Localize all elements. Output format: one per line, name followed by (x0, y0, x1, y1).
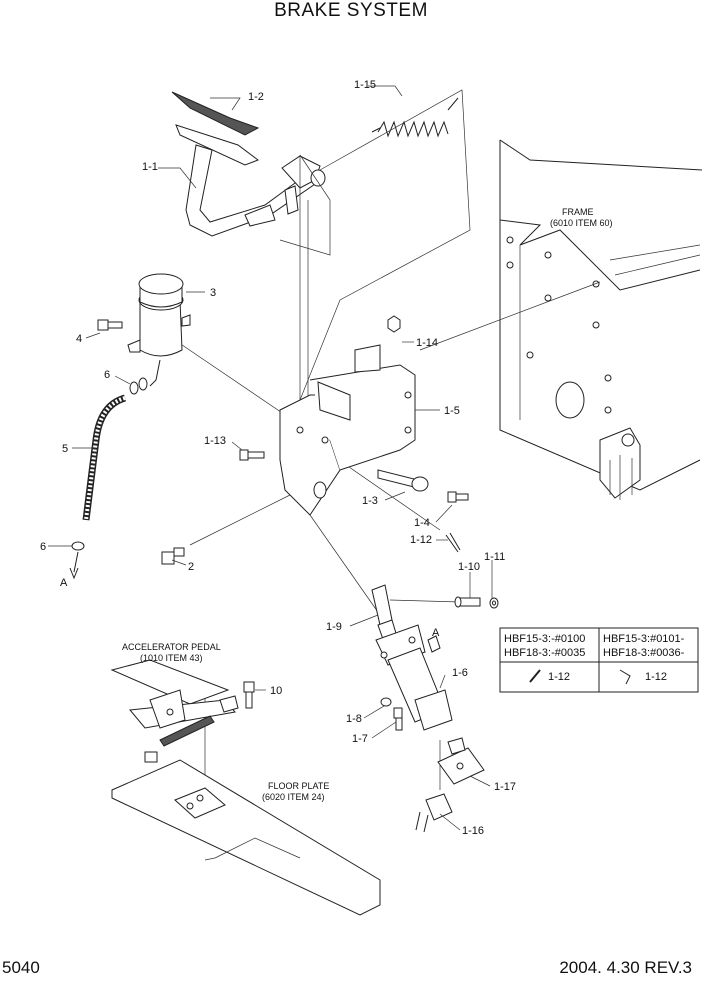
revision-date: 2004. 4.30 REV.3 (559, 958, 692, 977)
hose-clamp-lower (69, 541, 85, 580)
label-1-17: 1-17 (494, 781, 516, 793)
label-1-16: 1-16 (462, 825, 484, 837)
frame-callout-name: FRAME (562, 207, 594, 217)
floor-callout-name: FLOOR PLATE (268, 781, 329, 791)
washer-1-8 (380, 697, 392, 707)
label-1-6: 1-6 (452, 667, 468, 679)
label-1-1: 1-1 (142, 161, 158, 173)
frame-drawing (499, 139, 702, 500)
label-1-13: 1-13 (204, 435, 226, 447)
part-leaders (48, 85, 493, 831)
brake-light-switch-1-16 (415, 793, 453, 833)
cotter-pin-1-12 (445, 532, 461, 553)
pivot-pin-1-3 (377, 469, 429, 492)
bolt-2 (161, 547, 185, 565)
floor-plate (111, 759, 381, 916)
serial-col2-line1: HBF15-3:#0101- (603, 633, 685, 645)
label-3: 3 (210, 287, 216, 299)
label-1-3: 1-3 (362, 495, 378, 507)
accelerator-pedal (110, 659, 239, 763)
brake-pedal (171, 91, 326, 237)
washer-1-11 (489, 597, 499, 609)
label-1-8: 1-8 (346, 713, 362, 725)
frame-callout-ref: (6010 ITEM 60) (550, 218, 613, 228)
tee-fitting-1-17 (437, 737, 485, 785)
label-1-7: 1-7 (352, 733, 368, 745)
serial-variant-table (499, 627, 699, 693)
label-1-14: 1-14 (416, 337, 438, 349)
serial-col1-part: 1-12 (548, 671, 570, 683)
serial-col2-line2: HBF18-3:#0036- (603, 647, 685, 659)
serial-col1-line2: HBF18-3:-#0035 (504, 647, 585, 659)
label-1-11: 1-11 (484, 551, 505, 563)
serial-col1-line1: HBF15-3:-#0100 (504, 633, 585, 645)
label-6-lower: 6 (40, 541, 46, 553)
label-10: 10 (270, 685, 282, 697)
floor-callout-ref: (6020 ITEM 24) (262, 792, 325, 802)
label-1-12: 1-12 (410, 534, 432, 546)
label-1-15: 1-15 (354, 79, 376, 91)
mounting-bolt-4 (97, 319, 123, 331)
label-1-2: 1-2 (248, 91, 264, 103)
brake-hose (82, 394, 127, 521)
accel-callout-name: ACCELERATOR PEDAL (122, 642, 221, 652)
label-1-10: 1-10 (458, 561, 480, 573)
master-cylinder (371, 584, 453, 731)
label-1-5: 1-5 (444, 405, 460, 417)
nut-1-14 (387, 315, 401, 333)
pedal-bracket (279, 344, 416, 516)
page-title: BRAKE SYSTEM (274, 0, 428, 21)
label-a-left: A (60, 577, 68, 589)
bolt-1-4 (447, 491, 469, 503)
bolt-1-13 (239, 449, 265, 461)
label-1-4: 1-4 (414, 517, 430, 529)
page-number: 5040 (2, 958, 40, 977)
clevis-pin-1-10 (454, 596, 481, 608)
accel-callout-ref: (1010 ITEM 43) (140, 653, 203, 663)
label-2: 2 (188, 561, 194, 573)
label-5: 5 (62, 443, 68, 455)
bolt-10 (243, 681, 255, 709)
label-a-right: A (432, 627, 440, 639)
return-spring (371, 97, 459, 138)
brake-fluid-reservoir (127, 273, 191, 387)
serial-col2-part: 1-12 (645, 671, 667, 683)
label-6-upper: 6 (104, 369, 110, 381)
label-4: 4 (76, 333, 82, 345)
label-1-9: 1-9 (326, 621, 342, 633)
assembly-guide-lines (159, 89, 601, 800)
bolt-1-7 (393, 707, 403, 731)
hose-clamp-upper (129, 377, 148, 395)
